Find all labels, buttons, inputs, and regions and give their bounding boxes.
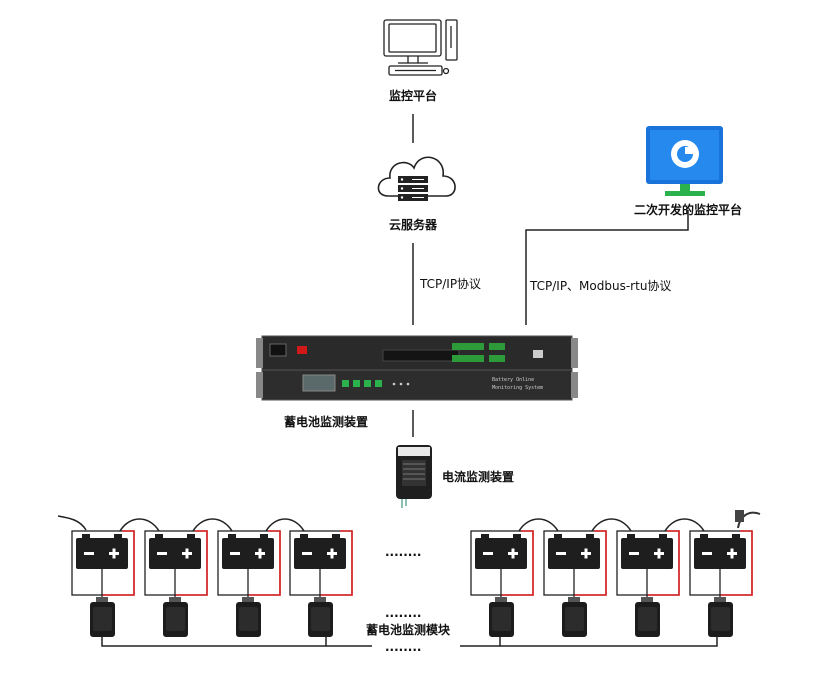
rack-brand-text: Battery Online (492, 377, 534, 383)
battery-icon (543, 530, 607, 637)
battery-icon (689, 530, 753, 637)
secondary-platform-label: 二次开发的监控平台 (634, 202, 742, 217)
module-bus-right (500, 628, 718, 647)
secondary-monitor-icon (646, 126, 723, 196)
battery-icon (470, 530, 534, 637)
module-label: 蓄电池监测模块 (366, 622, 451, 637)
battery-link-wire (664, 518, 705, 532)
battery-ellipsis: ........ (385, 545, 421, 559)
battery-output-lead (737, 511, 761, 529)
tcp-modbus-label: TCP/IP、Modbus-rtu协议 (529, 278, 671, 293)
module-ellipsis-bottom: ........ (385, 640, 421, 654)
battery-link-wire (265, 518, 305, 532)
current-device-label: 电流监测装置 (442, 469, 514, 484)
output-clamp-icon (735, 510, 744, 522)
module-bus-left (101, 628, 327, 647)
monitor-platform-label: 监控平台 (389, 88, 437, 103)
battery-icon (217, 530, 281, 637)
battery-icon (144, 530, 208, 637)
rack-brand-text-2: Monitoring System (492, 385, 543, 391)
battery-string (57, 510, 761, 647)
battery-input-lead (57, 515, 87, 531)
battery-icon (289, 530, 353, 637)
battery-icon (616, 530, 680, 637)
battery-link-wire (518, 518, 559, 532)
current-monitoring-device-icon (396, 445, 432, 508)
cloud-server-label: 云服务器 (389, 217, 438, 232)
desktop-computer-icon (383, 19, 458, 76)
battery-link-wire (591, 518, 632, 532)
module-ellipsis-top: ........ (385, 606, 421, 620)
battery-link-wire (119, 518, 160, 532)
tcp-ip-label: TCP/IP协议 (419, 276, 481, 291)
secondary-platform-link (525, 210, 689, 325)
connection-lines (412, 114, 689, 437)
cloud-server-icon (377, 156, 456, 201)
battery-icon (71, 530, 135, 637)
monitoring-device-label: 蓄电池监测装置 (284, 414, 368, 429)
battery-monitoring-device-icon: Battery Online Monitoring System (256, 335, 578, 401)
battery-link-wire (192, 518, 233, 532)
